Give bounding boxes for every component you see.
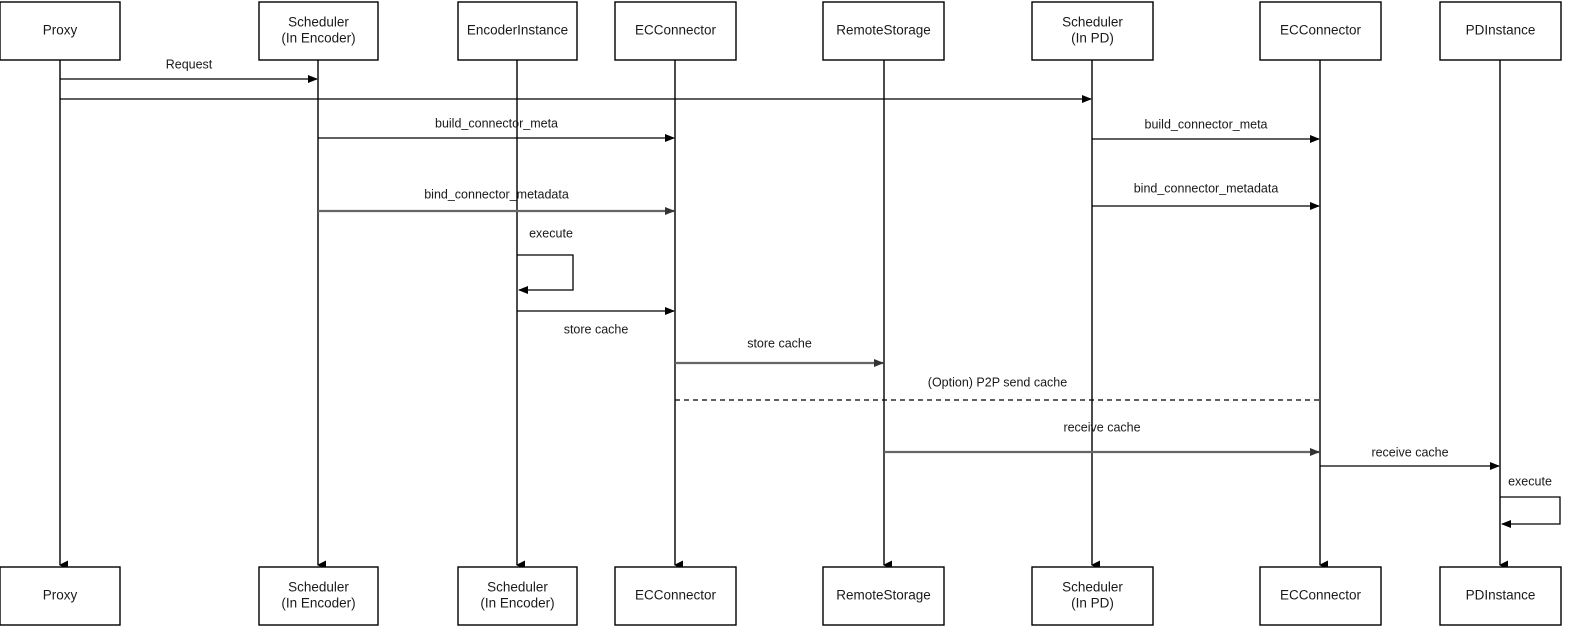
participant-label: PDInstance [1466, 588, 1536, 603]
participant-label: (In Encoder) [480, 596, 554, 611]
participant-box-encoder-instance-bottom[interactable]: Scheduler(In Encoder) [457, 566, 578, 626]
participant-box-ec-connector-encoder-bottom[interactable]: ECConnector [614, 566, 737, 626]
message-label-bind-connector-metadata-pd: bind_connector_metadata [1134, 181, 1279, 195]
participant-box-scheduler-in-encoder-top[interactable]: Scheduler(In Encoder) [258, 1, 379, 61]
participant-label: RemoteStorage [836, 23, 931, 38]
participant-label: (In PD) [1071, 596, 1114, 611]
participant-label: ECConnector [1280, 23, 1362, 38]
participant-label: (In PD) [1071, 31, 1114, 46]
participant-box-scheduler-in-pd-top[interactable]: Scheduler(In PD) [1031, 1, 1154, 61]
participant-label: EncoderInstance [467, 23, 568, 38]
participant-label: Scheduler [288, 15, 349, 30]
participant-label: Scheduler [288, 580, 349, 595]
participant-label: ECConnector [635, 23, 717, 38]
participant-box-ec-connector-pd-bottom[interactable]: ECConnector [1259, 566, 1382, 626]
message-label-receive-cache-pd-instance: receive cache [1371, 445, 1448, 459]
participant-box-proxy-bottom[interactable]: Proxy [0, 566, 121, 626]
message-label-build-connector-meta-encoder: build_connector_meta [435, 116, 558, 130]
participant-box-scheduler-in-encoder-bottom[interactable]: Scheduler(In Encoder) [258, 566, 379, 626]
message-label-store-cache-encoder: store cache [564, 322, 629, 336]
participant-box-remote-storage-top[interactable]: RemoteStorage [822, 1, 945, 61]
participant-label: Proxy [43, 588, 78, 603]
participant-box-remote-storage-bottom[interactable]: RemoteStorage [822, 566, 945, 626]
self-message-execute-pd [1500, 496, 1561, 528]
participant-box-proxy-top[interactable]: Proxy [0, 1, 121, 61]
participant-box-pd-instance-bottom[interactable]: PDInstance [1439, 566, 1562, 626]
message-label-request: Request [166, 57, 213, 71]
participant-label: Scheduler [1062, 15, 1123, 30]
message-label-build-connector-meta-pd: build_connector_meta [1145, 117, 1268, 131]
messages-layer: Request build_connector_meta build_connect… [60, 57, 1500, 470]
participant-label: (In Encoder) [281, 31, 355, 46]
self-message-label-execute-encoder: execute [529, 226, 573, 240]
self-message-execute-encoder [517, 254, 574, 294]
lifelines-layer [59, 60, 1508, 570]
participant-box-ec-connector-encoder-top[interactable]: ECConnector [614, 1, 737, 61]
participant-label: RemoteStorage [836, 588, 931, 603]
participant-label: Proxy [43, 23, 78, 38]
participant-box-pd-instance-top[interactable]: PDInstance [1439, 1, 1562, 61]
participant-label: PDInstance [1466, 23, 1536, 38]
message-label-receive-cache-pd: receive cache [1063, 420, 1140, 434]
participant-label: Scheduler [487, 580, 548, 595]
message-label-bind-connector-metadata-encoder: bind_connector_metadata [424, 187, 569, 201]
participant-label: (In Encoder) [281, 596, 355, 611]
self-message-label-execute-pd: execute [1508, 474, 1552, 488]
message-label-p2p-send-cache: (Option) P2P send cache [928, 375, 1067, 389]
participant-box-encoder-instance-top[interactable]: EncoderInstance [457, 1, 578, 61]
participant-label: ECConnector [635, 588, 717, 603]
participant-label: Scheduler [1062, 580, 1123, 595]
participant-box-scheduler-in-pd-bottom[interactable]: Scheduler(In PD) [1031, 566, 1154, 626]
message-label-store-cache-remote: store cache [747, 336, 812, 350]
self-messages-layer: execute execute [517, 226, 1561, 528]
participant-label: ECConnector [1280, 588, 1362, 603]
participant-box-ec-connector-pd-top[interactable]: ECConnector [1259, 1, 1382, 61]
